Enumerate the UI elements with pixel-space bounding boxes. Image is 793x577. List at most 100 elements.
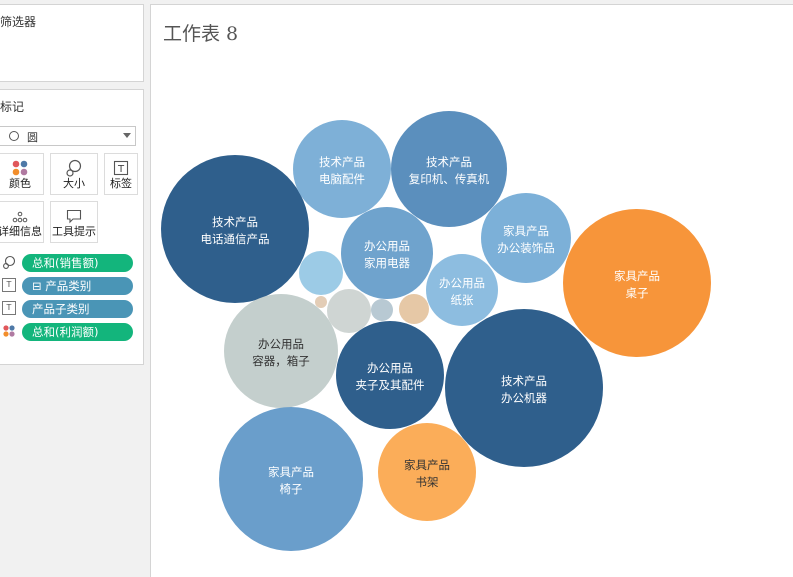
bubble-subcategory-label: 椅子	[280, 482, 303, 496]
worksheet-view: 工作表 8 技术产品电话通信产品技术产品电脑配件技术产品复印机、传真机办公用品家…	[150, 4, 793, 577]
bubble-subcategory-label: 办公装饰品	[497, 241, 555, 255]
bubble-circle[interactable]	[426, 254, 498, 326]
bubble-category-label: 家具产品	[268, 465, 314, 479]
label-label: 标签	[110, 177, 132, 190]
bubble-circle[interactable]	[341, 207, 433, 299]
bubble-subcategory-label: 书架	[416, 475, 439, 489]
sales-sum-pill[interactable]: 总和(销售额)	[22, 254, 133, 272]
bubble-circle[interactable]	[481, 193, 571, 283]
sheet-title: 工作表 8	[163, 23, 239, 45]
bubble-circle[interactable]	[219, 407, 363, 551]
label-button[interactable]: T 标签	[104, 153, 138, 195]
detail-button[interactable]: 详细信息	[0, 201, 44, 243]
bubble-mark[interactable]	[327, 289, 371, 333]
category-pill-text: 产品类别	[45, 279, 92, 293]
bubble-subcategory-label: 纸张	[451, 293, 474, 307]
bubble-subcategory-label: 桌子	[626, 286, 649, 300]
bubble-category-label: 技术产品	[212, 215, 258, 229]
bubble-circle[interactable]	[327, 289, 371, 333]
bubble-category-label: 办公用品	[439, 276, 485, 290]
color-button[interactable]: 颜色	[0, 153, 44, 195]
bubble-mark[interactable]	[399, 294, 429, 324]
bubble-subcategory-label: 容器，箱子	[252, 354, 310, 368]
color-dots-icon	[12, 160, 28, 176]
bubble-category-label: 家具产品	[404, 458, 450, 472]
tooltip-icon	[66, 209, 82, 224]
color-dots-icon	[3, 325, 15, 337]
size-button[interactable]: 大小	[50, 153, 98, 195]
bubble-category-label: 办公用品	[367, 361, 413, 375]
size-icon	[3, 255, 16, 269]
bubble-subcategory-label: 家用电器	[364, 256, 410, 270]
bubble-circle[interactable]	[299, 251, 343, 295]
bubble-circle[interactable]	[293, 120, 391, 218]
bubble-subcategory-label: 复印机、传真机	[409, 172, 490, 186]
bubble-category-label: 技术产品	[501, 374, 547, 388]
profit-sum-pill[interactable]: 总和(利润额)	[22, 323, 133, 341]
filters-shelf[interactable]: 筛选器	[0, 4, 144, 82]
mark-type-dropdown[interactable]: 圆	[0, 126, 136, 146]
mark-type-label: 圆	[27, 131, 38, 144]
bubble-category-label: 办公用品	[364, 239, 410, 253]
bubble-circle[interactable]	[445, 309, 603, 467]
detail-label: 详细信息	[0, 225, 42, 238]
bubble-category-label: 家具产品	[614, 269, 660, 283]
collapse-icon: ⊟	[32, 279, 42, 293]
bubble-category-label: 家具产品	[503, 224, 549, 238]
left-panel: 筛选器 标记 圆 颜色	[0, 0, 148, 577]
bubble-subcategory-label: 办公机器	[501, 391, 547, 405]
size-label: 大小	[63, 177, 85, 190]
marks-title: 标记	[0, 100, 25, 114]
bubble-subcategory-label: 电话通信产品	[201, 232, 270, 246]
size-icon	[66, 159, 82, 177]
subcategory-pill-row[interactable]: T 产品子类别	[0, 300, 140, 318]
bubble-circle[interactable]	[161, 155, 309, 303]
bubble-circle[interactable]	[378, 423, 476, 521]
bubble-subcategory-label: 夹子及其配件	[356, 378, 425, 392]
bubble-category-label: 技术产品	[319, 155, 365, 169]
profit-pill-row[interactable]: 总和(利润额)	[0, 323, 140, 341]
svg-text:T: T	[117, 164, 125, 175]
bubble-mark[interactable]	[315, 296, 327, 308]
subcategory-pill[interactable]: 产品子类别	[22, 300, 133, 318]
text-label-icon: T	[113, 160, 129, 176]
bubble-mark[interactable]	[299, 251, 343, 295]
category-pill-row[interactable]: T ⊟ 产品类别	[0, 277, 140, 295]
bubble-circle[interactable]	[224, 294, 338, 408]
chevron-down-icon	[123, 133, 131, 138]
tooltip-button[interactable]: 工具提示	[50, 201, 98, 243]
tooltip-label: 工具提示	[52, 225, 96, 238]
category-pill[interactable]: ⊟ 产品类别	[22, 277, 133, 295]
bubble-circle[interactable]	[563, 209, 711, 357]
bubble-chart: 技术产品电话通信产品技术产品电脑配件技术产品复印机、传真机办公用品家用电器家具产…	[161, 111, 711, 551]
bubble-circle[interactable]	[336, 321, 444, 429]
color-label: 颜色	[9, 177, 31, 190]
size-pill-row[interactable]: 总和(销售额)	[0, 254, 140, 272]
bubble-mark[interactable]	[371, 299, 393, 321]
bubble-circle[interactable]	[371, 299, 393, 321]
bubble-subcategory-label: 电脑配件	[319, 172, 365, 186]
bubble-category-label: 办公用品	[258, 337, 304, 351]
bubble-circle[interactable]	[391, 111, 507, 227]
filters-title: 筛选器	[0, 15, 37, 29]
marks-card: 标记 圆 颜色 大小	[0, 89, 144, 365]
bubble-category-label: 技术产品	[426, 155, 472, 169]
bubble-circle[interactable]	[315, 296, 327, 308]
text-label-icon: T	[2, 278, 16, 292]
bubble-circle[interactable]	[399, 294, 429, 324]
detail-dots-icon	[12, 211, 28, 223]
circle-mark-icon	[9, 131, 19, 141]
